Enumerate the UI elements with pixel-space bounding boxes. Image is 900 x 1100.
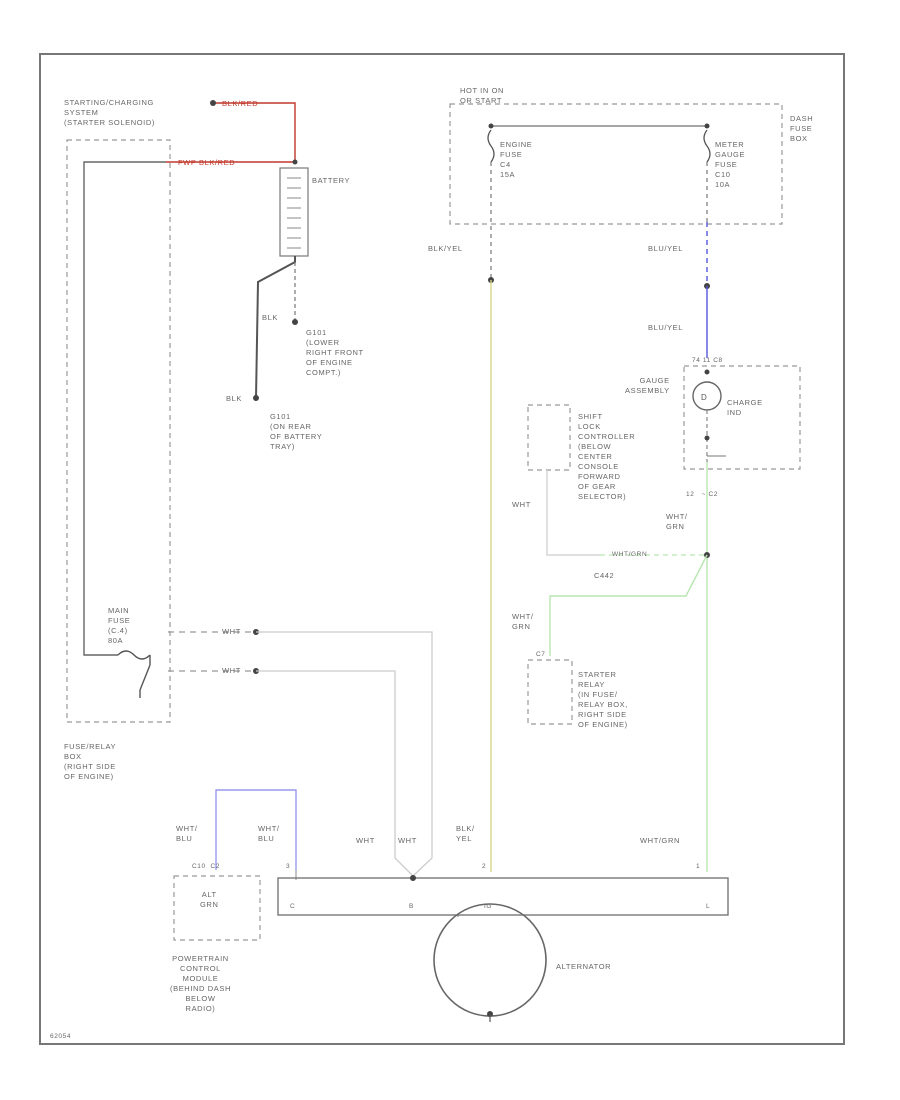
label-blk-yel-2: BLK/ YEL [456,824,475,843]
label-alt-grn: ALT GRN [200,890,219,909]
label-c7: C7 [536,651,546,658]
alternator-terminal-b: B [409,903,414,910]
label-wht-3: WHT [222,666,241,675]
label-gauge-pins: 74 11 C8 [692,357,723,364]
label-blk-red-top: BLK/RED [222,99,259,108]
label-fwp-blk-red: FWP BLK/RED [178,158,236,167]
label-meter-fuse: METER GAUGE FUSE C10 10A [715,140,746,189]
connector-dot [292,159,298,165]
label-blu-yel-1: BLU/YEL [648,244,684,253]
battery-cells [287,177,301,249]
connector-dot [704,369,710,375]
label-hot-in-on: HOT IN ON OR START [460,86,505,105]
wire-wht-upper [256,631,433,877]
wire-blk-ground-1 [255,256,296,399]
label-gauge-assembly: GAUGE ASSEMBLY [625,376,670,395]
label-wht-grn-1: WHT/ GRN [666,512,688,531]
wire-wht-blu [215,789,297,870]
battery-symbol [279,167,309,257]
label-blu-yel-2: BLU/YEL [648,323,684,332]
label-engine-fuse: ENGINE FUSE C4 15A [500,140,533,179]
label-pcm: POWERTRAIN CONTROL MODULE (BEHIND DASH B… [170,954,231,1013]
label-wht-b: WHT [398,836,417,845]
connector-dot [704,435,710,441]
dash-fuse-box-outline [449,103,783,225]
shift-lock-outline [527,404,571,471]
label-wht-1: WHT [512,500,531,509]
charge-indicator-lamp [692,381,722,411]
label-dash-fuse-box: DASH FUSE BOX [790,114,814,143]
label-wht-grn-splice: WHT/GRN [612,551,648,558]
label-starting-system: STARTING/CHARGING SYSTEM (STARTER SOLENO… [64,98,155,127]
connector-dot [704,123,710,129]
label-blk-1: BLK [262,313,278,322]
label-alternator: ALTERNATOR [556,962,612,971]
label-pin-3: 3 [286,863,291,870]
label-charge-ind: CHARGE IND [727,398,763,417]
diagram-frame [39,53,845,1045]
label-wht-a: WHT [356,836,375,845]
alternator-b-terminal-dot [410,875,416,881]
label-wht-blu-2: WHT/ BLU [258,824,280,843]
label-wht-grn-3: WHT/GRN [640,836,681,845]
connector-dot [210,100,216,106]
gauge-assembly-outline [683,365,801,470]
label-pin-1: 1 [696,863,701,870]
label-wht-blu-1: WHT/ BLU [176,824,198,843]
wire-blk-red [213,102,296,162]
label-starter-relay: STARTER RELAY (IN FUSE/ RELAY BOX, RIGHT… [578,670,628,729]
label-wht-grn-2: WHT/ GRN [512,612,534,631]
label-blk-2: BLK [226,394,242,403]
label-blk-yel-1: BLK/YEL [428,244,463,253]
label-pins-c10: C10 C2 [192,863,221,870]
ground-g101-dot [292,319,298,325]
alternator-terminal-l: L [706,903,711,910]
lamp-glyph: D [701,393,707,402]
engine-fuse-symbol [487,129,495,163]
wire-wht-grn-starter [549,554,708,656]
label-fuse-relay-box: FUSE/RELAY BOX (RIGHT SIDE OF ENGINE) [64,742,117,781]
label-pin-2: 2 [482,863,487,870]
label-pins-c12: 12 ~ C2 [686,491,718,498]
alternator-terminal-bar [277,877,729,916]
alternator-symbol [433,903,547,1017]
label-wht-2: WHT [222,627,241,636]
connector-dot [488,123,494,129]
label-c442: C442 [594,571,615,580]
label-footer-code: 62054 [50,1033,72,1040]
wire-internal-black [83,161,166,656]
label-g101b: G101 (ON REAR OF BATTERY TRAY) [270,412,323,451]
label-shift-lock: SHIFT LOCK CONTROLLER (BELOW CENTER CONS… [578,412,636,501]
wire-wht-lower [256,670,414,877]
main-fuse-symbol [117,650,151,698]
wire-wht-shift-lock [546,470,600,556]
label-g101: G101 (LOWER RIGHT FRONT OF ENGINE COMPT.… [306,328,364,377]
alternator-terminal-c: C [290,903,296,910]
label-main-fuse: MAIN FUSE (C.4) 80A [108,606,131,645]
label-battery: BATTERY [312,176,351,185]
ground-g101b-dot [253,395,259,401]
starter-relay-outline [527,659,573,725]
meter-fuse-symbol [703,129,711,163]
alternator-terminal-ig: IG [484,903,493,910]
pcm-outline [173,875,261,941]
